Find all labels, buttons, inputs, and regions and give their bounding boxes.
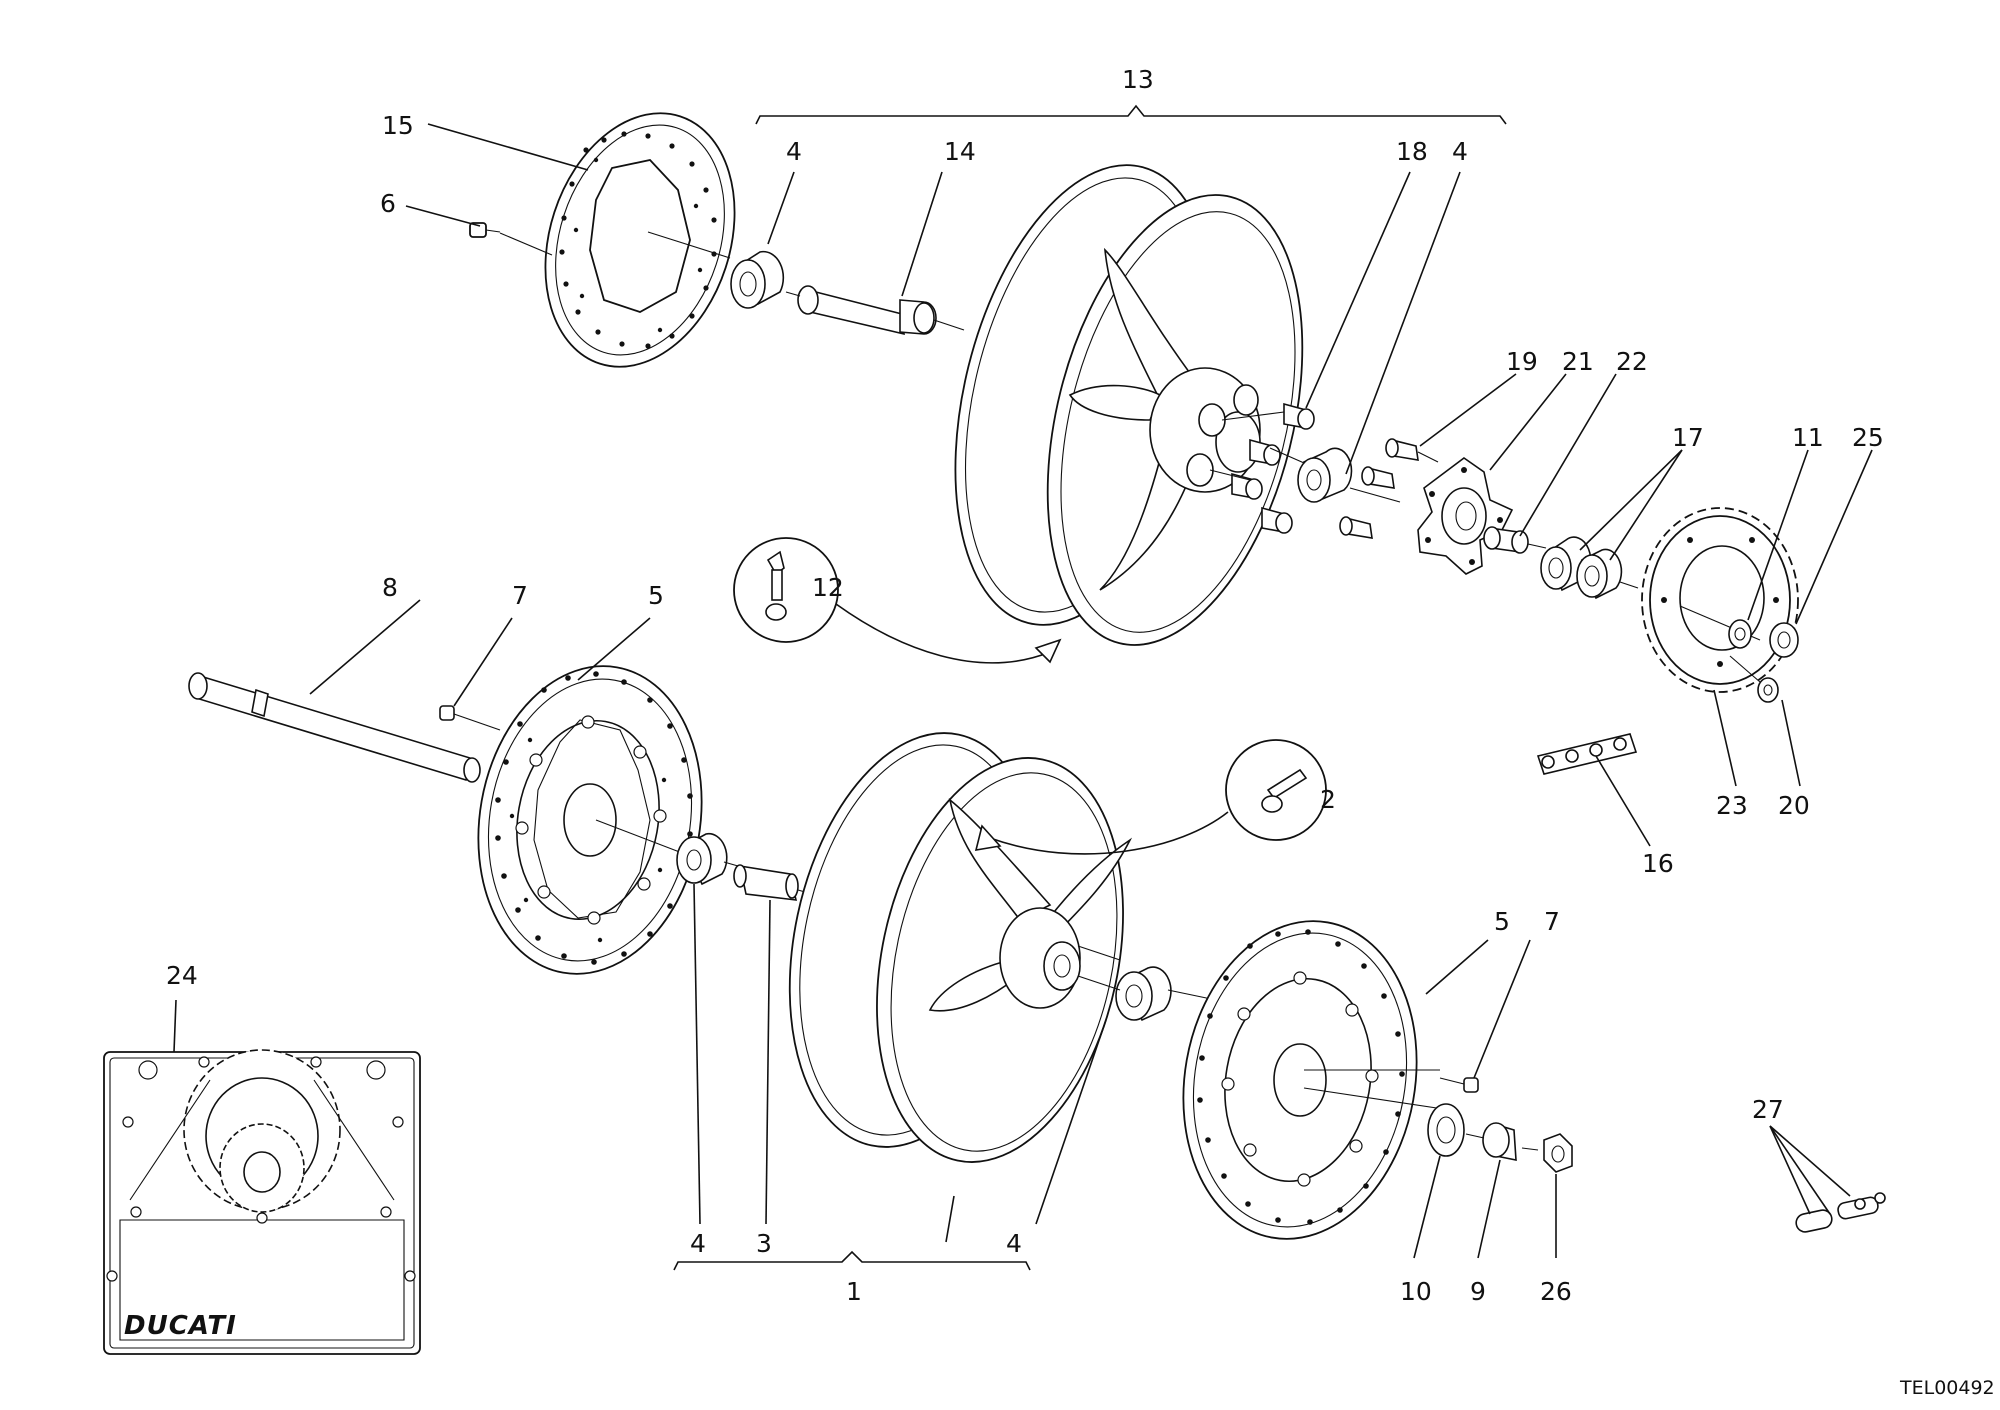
callout-5-right: 5 bbox=[1494, 907, 1510, 936]
callout-4-rear-left: 4 bbox=[786, 137, 802, 166]
callout-14: 14 bbox=[944, 137, 976, 166]
reference-code: TEL00492 bbox=[1899, 1377, 1995, 1399]
front-wheel-spacer bbox=[733, 864, 799, 901]
sprocket-flange-nut bbox=[1757, 677, 1779, 703]
tyre-valve-inset-rear bbox=[733, 537, 1062, 664]
callout-15: 15 bbox=[382, 111, 414, 140]
callout-21: 21 bbox=[1562, 347, 1594, 376]
front-wheel-dust-seal bbox=[1427, 1103, 1465, 1157]
callout-3: 3 bbox=[756, 1229, 772, 1258]
rear-wheel-spacer-tube bbox=[797, 285, 937, 336]
sprocket-carrier bbox=[1417, 457, 1514, 575]
callout-10: 10 bbox=[1400, 1277, 1432, 1306]
sprocket-carrier-bearings bbox=[1540, 536, 1623, 600]
front-wheel-axle bbox=[188, 672, 481, 783]
callout-1: 1 bbox=[846, 1277, 862, 1306]
callout-25: 25 bbox=[1852, 423, 1884, 452]
callout-4-rear-right: 4 bbox=[1452, 137, 1468, 166]
disc-bolt bbox=[469, 222, 501, 238]
sprocket-decal-inset: DUCATI bbox=[103, 1049, 421, 1355]
callout-24: 24 bbox=[166, 961, 198, 990]
rear-wheel-bearing-left bbox=[730, 250, 785, 309]
tyre-valve-inset-front bbox=[974, 739, 1327, 855]
callout-numbers: 15 6 13 4 14 18 4 19 21 22 17 11 25 12 2… bbox=[166, 65, 1884, 1306]
callout-4-front-right: 4 bbox=[1006, 1229, 1022, 1258]
rear-wheel-rim bbox=[954, 164, 1304, 646]
callout-2: 2 bbox=[1320, 785, 1336, 814]
front-wheel-bearing-left bbox=[676, 832, 728, 886]
brand-logo-text: DUCATI bbox=[124, 1311, 237, 1341]
sprocket-washer bbox=[1769, 622, 1799, 658]
callout-23: 23 bbox=[1716, 791, 1748, 820]
front-brake-disc-right bbox=[1182, 920, 1418, 1240]
callout-4-front-left: 4 bbox=[690, 1229, 706, 1258]
rear-wheel-group-bracket bbox=[755, 104, 1507, 125]
front-wheel-group-bracket bbox=[673, 1250, 1031, 1271]
callout-26: 26 bbox=[1540, 1277, 1572, 1306]
callout-12: 12 bbox=[812, 573, 844, 602]
callout-7-right: 7 bbox=[1544, 907, 1560, 936]
front-wheel-outer-spacer bbox=[1482, 1122, 1517, 1161]
drive-chain bbox=[1536, 733, 1638, 775]
front-axle-nut bbox=[1543, 1133, 1573, 1173]
callout-22: 22 bbox=[1616, 347, 1648, 376]
callout-6: 6 bbox=[380, 189, 396, 218]
rear-sprocket bbox=[1641, 507, 1799, 693]
callout-17: 17 bbox=[1672, 423, 1704, 452]
front-wheel-rim bbox=[788, 732, 1133, 1163]
callout-19: 19 bbox=[1506, 347, 1538, 376]
callout-13: 13 bbox=[1122, 65, 1154, 94]
rear-wheel-bearing-right bbox=[1297, 447, 1353, 503]
callout-9: 9 bbox=[1470, 1277, 1486, 1306]
cush-drive-rubbers bbox=[1231, 402, 1315, 534]
callout-18: 18 bbox=[1396, 137, 1428, 166]
sprocket-nut bbox=[1728, 619, 1752, 649]
front-disc-bolt-left bbox=[439, 705, 501, 731]
rear-brake-disc bbox=[544, 112, 736, 368]
callout-20: 20 bbox=[1778, 791, 1810, 820]
callout-5-left: 5 bbox=[648, 581, 664, 610]
chain-master-link bbox=[1795, 1192, 1886, 1233]
sprocket-carrier-shaft bbox=[1483, 526, 1529, 554]
front-wheel-bearing-right bbox=[1115, 966, 1172, 1022]
sprocket-carrier-studs bbox=[1339, 438, 1419, 539]
front-disc-bolt-right bbox=[1439, 1077, 1479, 1093]
callout-8: 8 bbox=[382, 573, 398, 602]
callout-7-left: 7 bbox=[512, 581, 528, 610]
callout-16: 16 bbox=[1642, 849, 1674, 878]
callout-11: 11 bbox=[1792, 423, 1824, 452]
front-brake-disc-left bbox=[477, 665, 703, 975]
callout-27: 27 bbox=[1752, 1095, 1784, 1124]
leader-lines bbox=[173, 123, 1873, 1259]
